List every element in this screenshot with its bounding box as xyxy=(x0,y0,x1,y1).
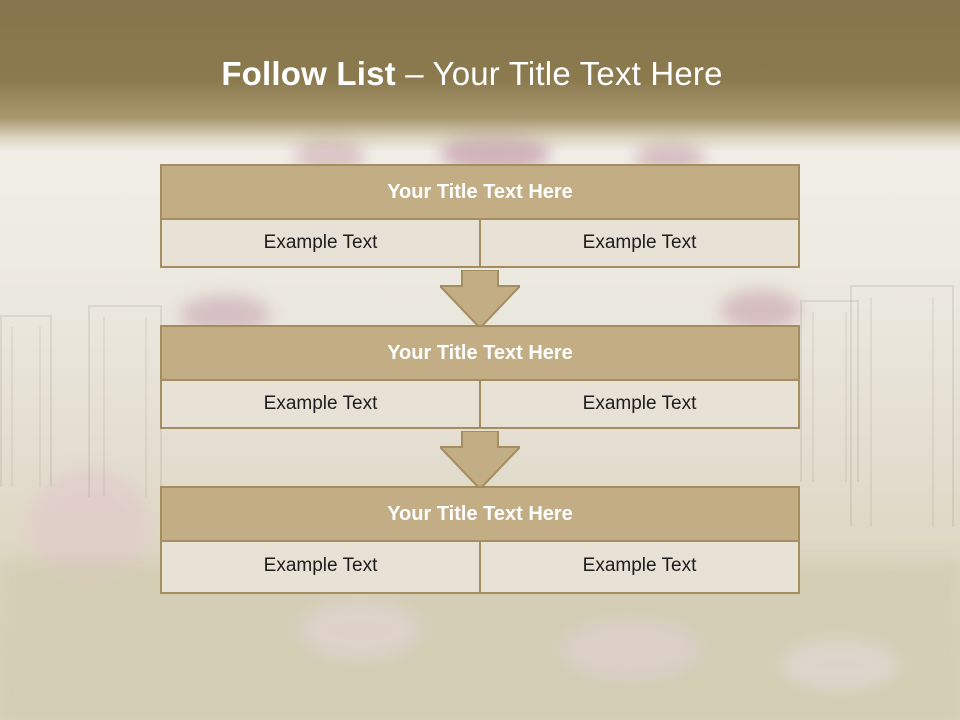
block-title: Your Title Text Here xyxy=(160,325,800,381)
block-title: Your Title Text Here xyxy=(160,486,800,542)
down-arrow-icon xyxy=(440,431,520,489)
block-row: Example Text Example Text xyxy=(160,540,800,594)
block-title: Your Title Text Here xyxy=(160,164,800,220)
flower-blur xyxy=(560,620,700,680)
block-cell-left: Example Text xyxy=(160,218,481,268)
title-bold: Follow List xyxy=(221,55,396,92)
slide-title: Follow List – Your Title Text Here xyxy=(0,55,944,93)
block-cell-right: Example Text xyxy=(479,540,800,594)
list-block-1: Your Title Text Here Example Text Exampl… xyxy=(160,164,800,268)
list-block-3: Your Title Text Here Example Text Exampl… xyxy=(160,486,800,594)
flower-blur xyxy=(720,290,800,330)
block-cell-right: Example Text xyxy=(479,379,800,429)
chair xyxy=(800,300,859,482)
title-rest: – Your Title Text Here xyxy=(395,55,723,92)
chair xyxy=(0,315,52,487)
flower-blur xyxy=(780,640,900,690)
flower-blur xyxy=(300,600,420,660)
block-row: Example Text Example Text xyxy=(160,379,800,429)
title-bar xyxy=(0,0,960,150)
block-cell-right: Example Text xyxy=(479,218,800,268)
block-cell-left: Example Text xyxy=(160,540,481,594)
block-cell-left: Example Text xyxy=(160,379,481,429)
down-arrow-icon xyxy=(440,270,520,328)
chair xyxy=(88,305,162,497)
chair xyxy=(850,285,954,527)
list-block-2: Your Title Text Here Example Text Exampl… xyxy=(160,325,800,429)
block-row: Example Text Example Text xyxy=(160,218,800,268)
